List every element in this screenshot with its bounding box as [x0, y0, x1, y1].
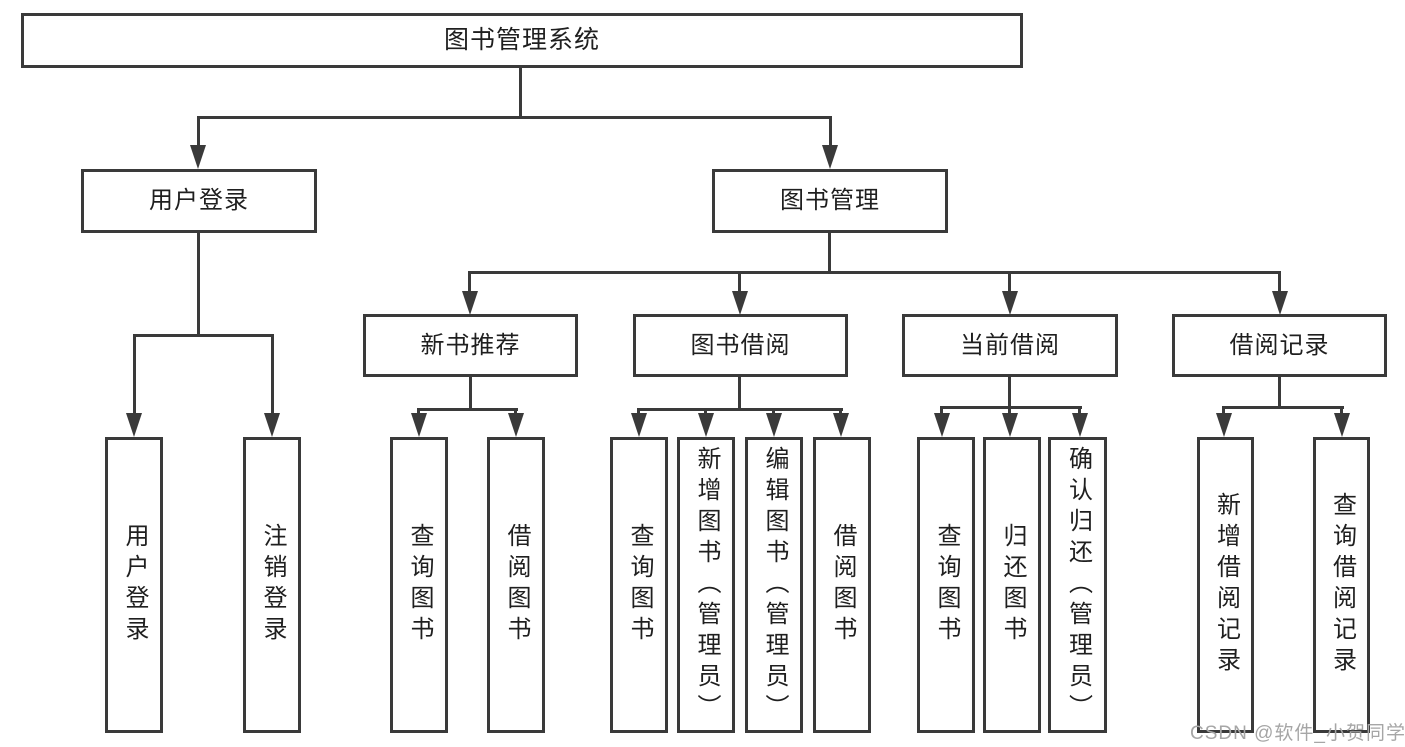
node-label: 用户登录: [149, 187, 249, 214]
connector-line: [197, 116, 832, 119]
arrow-down-icon: [1002, 291, 1018, 315]
node-label: 新书推荐: [420, 331, 521, 359]
arrow-down-icon: [631, 413, 647, 437]
node-book-management: 图书管理: [712, 169, 948, 233]
node-label: 当前借阅: [960, 331, 1060, 359]
connector-line: [1008, 406, 1011, 416]
connector-line: [468, 271, 471, 292]
arrow-down-icon: [732, 291, 748, 315]
connector-line: [839, 408, 842, 416]
node-current-borrow: 当前借阅: [902, 314, 1118, 377]
arrow-down-icon: [698, 413, 714, 437]
node-label: 注销登录: [259, 523, 286, 647]
connector-line: [1222, 406, 1344, 409]
node-user-login: 用户登录: [81, 169, 317, 233]
connector-line: [469, 377, 472, 410]
connector-line: [1340, 406, 1343, 416]
leaf-current-return-books: 归还图书: [983, 437, 1041, 733]
arrow-down-icon: [1334, 413, 1350, 437]
node-label: 新增图书（管理员）: [693, 445, 720, 725]
connector-line: [637, 408, 843, 411]
connector-line: [133, 334, 274, 337]
arrow-down-icon: [934, 413, 950, 437]
connector-line: [637, 408, 640, 416]
node-label: 归还图书: [999, 523, 1026, 647]
leaf-borrow-query-books: 查询图书: [610, 437, 668, 733]
connector-line: [1222, 406, 1225, 416]
connector-line: [1008, 377, 1011, 408]
arrow-down-icon: [822, 145, 838, 169]
arrow-down-icon: [126, 413, 142, 437]
node-label: 图书借阅: [690, 331, 791, 359]
connector-line: [772, 408, 775, 416]
connector-line: [468, 271, 1281, 274]
arrow-down-icon: [462, 291, 478, 315]
leaf-records-query-record: 查询借阅记录: [1313, 437, 1370, 733]
node-label: 查询图书: [933, 523, 960, 647]
leaf-logout: 注销登录: [243, 437, 301, 733]
connector-line: [829, 116, 832, 148]
connector-line: [940, 406, 943, 416]
connector-line: [519, 68, 522, 118]
node-label: 新增借阅记录: [1212, 492, 1240, 678]
arrow-down-icon: [1002, 413, 1018, 437]
connector-line: [271, 334, 274, 415]
connector-line: [1008, 271, 1011, 292]
connector-line: [197, 116, 200, 148]
node-book-borrow: 图书借阅: [633, 314, 848, 377]
connector-line: [1078, 406, 1081, 416]
connector-line: [133, 334, 136, 415]
arrow-down-icon: [833, 413, 849, 437]
connector-line: [738, 377, 741, 410]
node-label: 确认归还（管理员）: [1064, 445, 1092, 725]
node-label: 借阅图书: [503, 523, 530, 647]
arrow-down-icon: [1072, 413, 1088, 437]
leaf-newbook-borrow-books: 借阅图书: [487, 437, 545, 733]
node-label: 用户登录: [121, 523, 148, 647]
connector-line: [417, 408, 518, 411]
connector-line: [197, 233, 200, 337]
connector-line: [417, 408, 420, 416]
leaf-current-query-books: 查询图书: [917, 437, 975, 733]
node-label: 借阅记录: [1229, 331, 1330, 359]
node-borrow-records: 借阅记录: [1172, 314, 1387, 377]
arrow-down-icon: [190, 145, 206, 169]
node-root-system: 图书管理系统: [21, 13, 1023, 68]
csdn-watermark: CSDN @软件_小贺同学: [1190, 723, 1405, 744]
leaf-current-confirm-return-admin: 确认归还（管理员）: [1048, 437, 1107, 733]
node-label: 查询图书: [406, 523, 433, 647]
arrow-down-icon: [1216, 413, 1232, 437]
connector-line: [704, 408, 707, 416]
node-label: 借阅图书: [829, 523, 856, 647]
node-label: 查询图书: [626, 523, 653, 647]
connector-line: [738, 271, 741, 292]
arrow-down-icon: [264, 413, 280, 437]
node-label: 编辑图书（管理员）: [761, 445, 788, 725]
leaf-borrow-borrow-books: 借阅图书: [813, 437, 871, 733]
connector-line: [940, 406, 1082, 409]
leaf-records-add-record: 新增借阅记录: [1197, 437, 1254, 733]
node-new-book-recommend: 新书推荐: [363, 314, 578, 377]
leaf-borrow-edit-books-admin: 编辑图书（管理员）: [745, 437, 803, 733]
leaf-user-login: 用户登录: [105, 437, 163, 733]
node-label: 查询借阅记录: [1328, 492, 1356, 678]
connector-line: [514, 408, 517, 416]
connector-line: [1278, 271, 1281, 292]
arrow-down-icon: [766, 413, 782, 437]
arrow-down-icon: [1272, 291, 1288, 315]
arrow-down-icon: [411, 413, 427, 437]
connector-line: [1278, 377, 1281, 408]
arrow-down-icon: [508, 413, 524, 437]
node-label: 图书管理: [780, 187, 880, 214]
leaf-newbook-query-books: 查询图书: [390, 437, 448, 733]
node-label: 图书管理系统: [443, 26, 600, 54]
connector-line: [828, 233, 831, 274]
leaf-borrow-add-books-admin: 新增图书（管理员）: [677, 437, 735, 733]
